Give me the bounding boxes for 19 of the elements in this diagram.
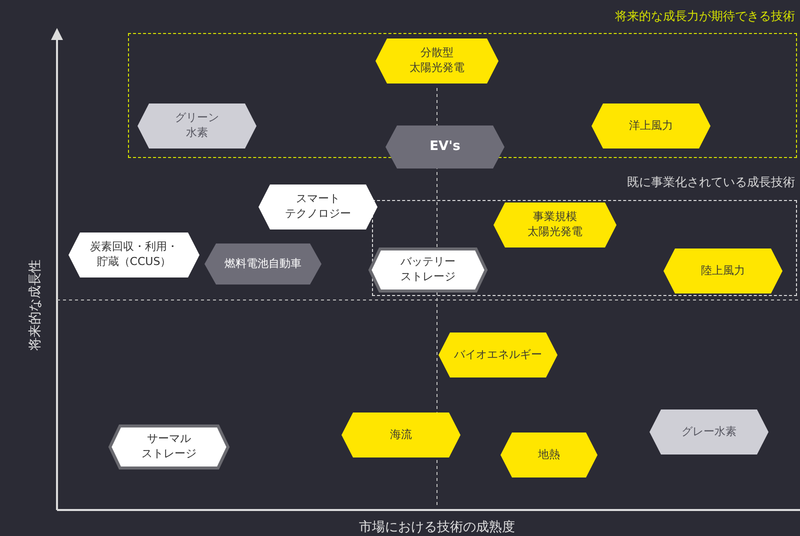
technology-hexagon: 事業規模太陽光発電 xyxy=(493,202,617,248)
technology-hexagon: EV's xyxy=(385,125,505,169)
technology-hexagon: 洋上風力 xyxy=(591,103,711,149)
zone-heading: 既に事業化されている成長技術 xyxy=(627,174,795,191)
technology-hexagon: グリーン水素 xyxy=(137,103,257,149)
technology-hexagon: バイオエネルギー xyxy=(438,332,558,378)
technology-hexagon: サーマルストレージ xyxy=(108,424,230,470)
technology-hexagon: 炭素回収・利用・貯蔵（CCUS） xyxy=(68,232,200,278)
technology-hexagon: 海流 xyxy=(341,412,461,458)
technology-hexagon: スマートテクノロジー xyxy=(258,184,378,230)
axis-label: 市場における技術の成熟度 xyxy=(359,519,515,536)
axis-label: 将来的な成長性 xyxy=(27,260,44,350)
technology-hexagon: 燃料電池自動車 xyxy=(204,243,322,285)
zone-heading: 将来的な成長力が期待できる技術 xyxy=(615,8,795,25)
technology-hexagon: グレー水素 xyxy=(649,409,769,455)
technology-hexagon: 地熱 xyxy=(500,432,598,478)
technology-hexagon: 陸上風力 xyxy=(663,248,783,294)
technology-hexagon: 分散型太陽光発電 xyxy=(375,38,499,84)
technology-hexagon: バッテリーストレージ xyxy=(368,247,488,293)
